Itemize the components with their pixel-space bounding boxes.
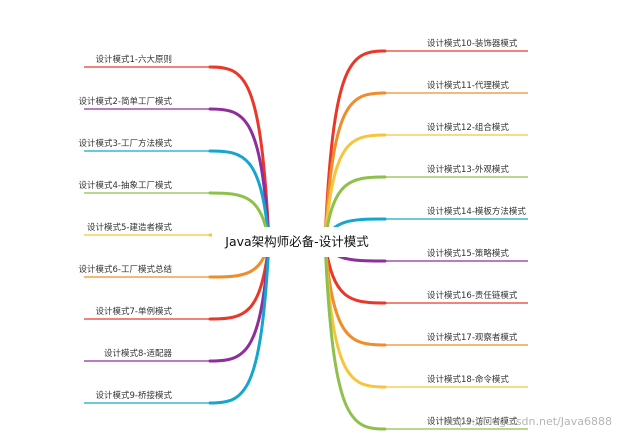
branch-edge-right-3 [323, 133, 387, 244]
topic-label: 设计模式16-责任链模式 [427, 290, 518, 301]
topic-label: 设计模式13-外观模式 [427, 164, 509, 175]
topic-label: 设计模式8-适配器 [104, 348, 172, 359]
branch-edge-right-2 [323, 91, 387, 244]
left-topic-9[interactable]: 设计模式9-桥接模式 [84, 390, 210, 404]
right-topic-6[interactable]: 设计模式15-策略模式 [385, 248, 528, 262]
right-topic-5[interactable]: 设计模式14-模板方法模式 [385, 206, 528, 220]
topic-label: 设计模式19-访问者模式 [427, 416, 518, 427]
left-topic-7[interactable]: 设计模式7-单例模式 [84, 306, 210, 320]
left-topic-6[interactable]: 设计模式6-工厂模式总结 [79, 264, 210, 278]
left-topic-5[interactable]: 设计模式5-建造者模式 [84, 222, 210, 236]
topic-label: 设计模式1-六大原则 [96, 54, 172, 65]
topic-label: 设计模式6-工厂模式总结 [79, 264, 172, 275]
left-topic-2[interactable]: 设计模式2-简单工厂模式 [79, 96, 210, 110]
left-topic-8[interactable]: 设计模式8-适配器 [84, 348, 210, 362]
root-node[interactable]: Java架构师必备-设计模式 [212, 227, 382, 257]
watermark: https://blog.csdn.net/Java6888 [443, 415, 612, 428]
topic-label: 设计模式11-代理模式 [427, 80, 509, 91]
branch-edge-right-1 [323, 49, 387, 244]
branch-edge-right-10 [323, 240, 387, 431]
left-topic-4[interactable]: 设计模式4-抽象工厂模式 [79, 180, 210, 194]
right-topic-2[interactable]: 设计模式11-代理模式 [385, 80, 528, 94]
topic-label: 设计模式17-观察者模式 [427, 332, 518, 343]
topic-label: 设计模式3-工厂方法模式 [79, 138, 173, 149]
topic-label: 设计模式14-模板方法模式 [427, 206, 526, 217]
left-topic-3[interactable]: 设计模式3-工厂方法模式 [79, 138, 210, 152]
topic-label: 设计模式10-装饰器模式 [427, 38, 518, 49]
topic-label: 设计模式15-策略模式 [427, 248, 509, 259]
root-node-box [212, 227, 382, 257]
topic-label: 设计模式4-抽象工厂模式 [79, 180, 173, 191]
branch-edge-left-1 [208, 65, 271, 244]
right-topic-10[interactable]: 设计模式19-访问者模式 [385, 416, 528, 430]
mindmap-leaves: 设计模式1-六大原则设计模式2-简单工厂模式设计模式3-工厂方法模式设计模式4-… [79, 38, 528, 430]
right-topic-8[interactable]: 设计模式17-观察者模式 [385, 332, 528, 346]
right-topic-4[interactable]: 设计模式13-外观模式 [385, 164, 528, 178]
branch-edge-left-3 [208, 149, 271, 244]
right-topic-1[interactable]: 设计模式10-装饰器模式 [385, 38, 528, 52]
topic-label: 设计模式5-建造者模式 [87, 222, 172, 233]
topic-label: 设计模式7-单例模式 [96, 306, 173, 317]
branch-edge-right-4 [323, 175, 387, 244]
branch-edge-left-9 [208, 240, 271, 405]
topic-label: 设计模式12-组合模式 [427, 122, 509, 133]
right-topic-3[interactable]: 设计模式12-组合模式 [385, 122, 528, 136]
topic-label: 设计模式9-桥接模式 [96, 390, 173, 401]
right-topic-9[interactable]: 设计模式18-命令模式 [385, 374, 528, 388]
topic-label: 设计模式18-命令模式 [427, 374, 509, 385]
topic-label: 设计模式2-简单工厂模式 [79, 96, 173, 107]
root-node-label: Java架构师必备-设计模式 [224, 234, 369, 249]
right-topic-7[interactable]: 设计模式16-责任链模式 [385, 290, 528, 304]
branch-edge-left-2 [208, 107, 271, 244]
branch-edge-right-9 [323, 240, 387, 389]
left-topic-1[interactable]: 设计模式1-六大原则 [84, 54, 210, 68]
